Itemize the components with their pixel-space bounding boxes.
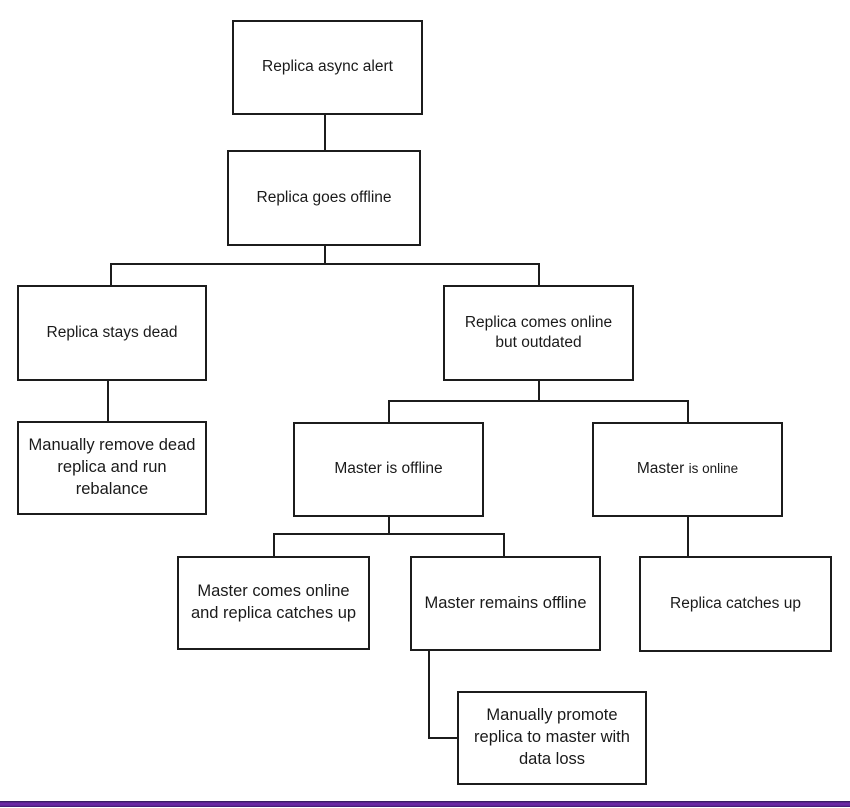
node-label: Replica async alert	[262, 58, 393, 76]
connector-split2-to-master-offline	[388, 400, 390, 423]
node-label: Replica comes online but outdated	[464, 313, 613, 351]
node-replica-catches-up: Replica catches up	[639, 556, 832, 652]
connector-remains-offline-elbow-horizontal	[428, 737, 459, 739]
connector-split1-horizontal	[110, 263, 540, 265]
node-label: Replica catches up	[670, 594, 801, 612]
node-label: Master is online	[637, 459, 738, 479]
connector-split3-horizontal	[273, 533, 505, 535]
connector-split3-to-remains-offline	[503, 533, 505, 556]
connector-remains-offline-elbow-vertical	[428, 651, 430, 739]
connector-split2-horizontal	[388, 400, 689, 402]
node-label: Master comes online and replica catches …	[190, 582, 357, 622]
slide-footer-bar	[0, 801, 850, 807]
connector-stays-dead-to-remove	[107, 381, 109, 421]
connector-alert-to-goes-offline	[324, 115, 326, 150]
node-master-comes-online-replica-catches-up: Master comes online and replica catches …	[177, 556, 370, 650]
node-master-is-online: Master is online	[592, 422, 783, 517]
connector-online-outdated-stub	[538, 381, 540, 402]
connector-split2-to-master-online	[687, 400, 689, 423]
connector-split1-to-stays-dead	[110, 263, 112, 286]
node-label: Manually remove dead replica and run reb…	[28, 436, 196, 498]
node-replica-goes-offline: Replica goes offline	[227, 150, 421, 246]
node-label: Master is offline	[334, 460, 443, 478]
node-replica-comes-online-but-outdated: Replica comes online but outdated	[443, 285, 634, 381]
node-replica-async-alert: Replica async alert	[232, 20, 423, 115]
node-label: Replica stays dead	[46, 323, 178, 341]
connector-master-offline-stub	[388, 517, 390, 535]
node-label: Manually promote replica to master with …	[474, 706, 630, 768]
node-label: Replica goes offline	[256, 188, 392, 206]
node-replica-stays-dead: Replica stays dead	[17, 285, 207, 381]
node-master-remains-offline: Master remains offline	[410, 556, 601, 651]
node-label-small: is online	[688, 461, 739, 477]
connector-split3-to-comes-online	[273, 533, 275, 556]
node-label-main: Master	[636, 460, 685, 478]
connector-master-online-to-catches-up	[687, 517, 689, 556]
node-manually-remove-dead-replica: Manually remove dead replica and run reb…	[17, 421, 207, 515]
node-master-is-offline: Master is offline	[293, 422, 484, 517]
connector-goes-offline-stub	[324, 246, 326, 265]
node-label: Master remains offline	[424, 593, 587, 612]
connector-split1-to-online-outdated	[538, 263, 540, 286]
node-manually-promote-replica: Manually promote replica to master with …	[457, 691, 647, 785]
